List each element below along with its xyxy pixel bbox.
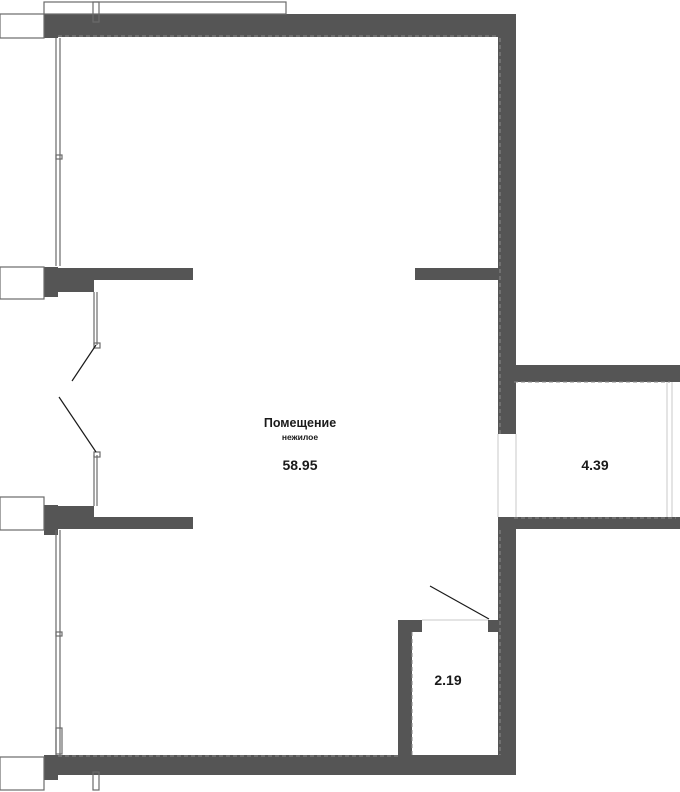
east-room-area: 4.39 [581,457,609,473]
bathroom-area: 2.19 [434,672,462,688]
window-box-lower-mid [0,496,45,531]
main-room-name: Помещение [263,416,337,430]
wall-annex-top [498,365,680,382]
wall-bath-door-jamb [488,620,500,632]
main-room-subtitle: нежилое [281,432,319,442]
wall-stub-upper-left [58,268,193,280]
balcony-strip-top [43,1,287,15]
entrance-pillar-top [58,280,94,292]
window-box-top [0,13,45,39]
wall-bottom [44,755,516,775]
entrance-door-upper-leaf [71,344,97,382]
entrance-door-lower-leaf [58,396,97,453]
window-box-bottom [0,756,45,791]
wall-hatching [58,35,676,757]
wall-annex-bottom [498,517,680,529]
balcony-post [92,1,100,23]
wall-stub-lower-left [58,517,193,529]
wall-left-top [44,14,58,38]
wall-bath-left [398,620,412,757]
entrance-pillar-bottom [58,506,94,518]
bathroom-door-leaf [429,585,490,620]
wall-left-mid-upper [44,267,58,297]
window-frames [0,1,287,791]
wall-bath-top-stub [398,620,422,632]
wall-right-upper [498,14,516,434]
wall-left-bottom [44,755,58,780]
door-swings [58,344,490,620]
window-box-upper-mid [0,266,45,300]
balcony-bottom-post [92,771,100,791]
walls [44,14,680,780]
wall-right-lower [498,517,516,757]
annex-opening [422,382,673,621]
main-room-area: 58.95 [282,457,318,473]
wall-stub-upper-right [415,268,502,280]
wall-left-mid-lower [44,505,58,535]
wall-top [44,14,516,37]
